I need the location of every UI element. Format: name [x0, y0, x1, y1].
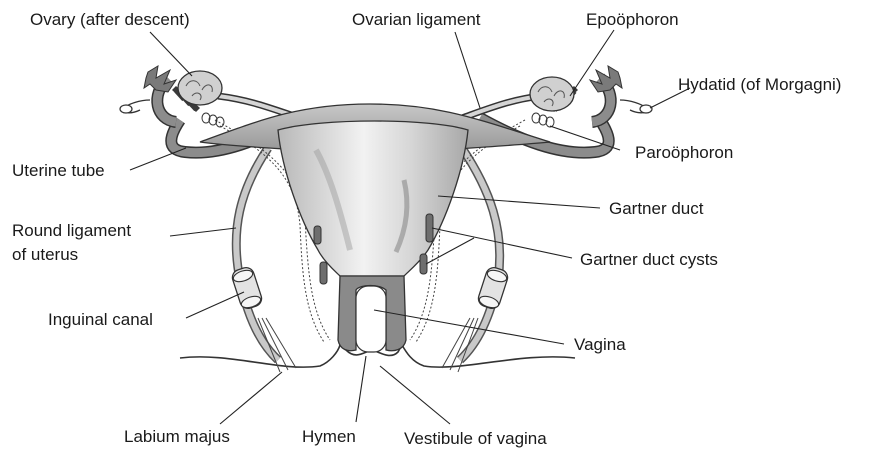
label-ovarian-ligament: Ovarian ligament	[352, 10, 481, 29]
label-epoophoron: Epoöphoron	[586, 10, 679, 29]
label-paroophoron: Paroöphoron	[635, 143, 733, 162]
leader-paroophoron	[550, 126, 620, 150]
leader-gartner-duct	[438, 196, 600, 208]
leader-vagina	[374, 310, 564, 344]
label-inguinal-canal: Inguinal canal	[48, 310, 153, 329]
label-vestibule: Vestibule of vagina	[404, 429, 547, 448]
label-hymen: Hymen	[302, 427, 356, 446]
leader-lines	[130, 30, 690, 424]
leader-uterine-tube	[130, 148, 186, 170]
leader-gartner-cysts-b	[426, 238, 474, 264]
leader-inguinal-canal	[186, 292, 244, 318]
label-uterine-tube: Uterine tube	[12, 161, 105, 180]
label-labium-majus: Labium majus	[124, 427, 230, 446]
leader-epoophoron	[570, 30, 614, 96]
label-gartner-duct: Gartner duct	[609, 199, 704, 218]
leader-labium	[220, 372, 282, 424]
label-ovary: Ovary (after descent)	[30, 10, 190, 29]
label-vagina: Vagina	[574, 335, 626, 354]
leader-round-ligament	[170, 228, 236, 236]
leader-ovary	[150, 32, 192, 76]
leader-hymen	[356, 356, 366, 422]
label-round-ligament-line2: of uterus	[12, 245, 78, 264]
leader-ovarian-ligament	[455, 32, 480, 108]
label-hydatid: Hydatid (of Morgagni)	[678, 75, 841, 94]
leader-vestibule	[380, 366, 450, 424]
label-gartner-cysts: Gartner duct cysts	[580, 250, 718, 269]
label-round-ligament: Round ligament	[12, 221, 131, 240]
leader-gartner-cysts-a	[432, 228, 572, 258]
